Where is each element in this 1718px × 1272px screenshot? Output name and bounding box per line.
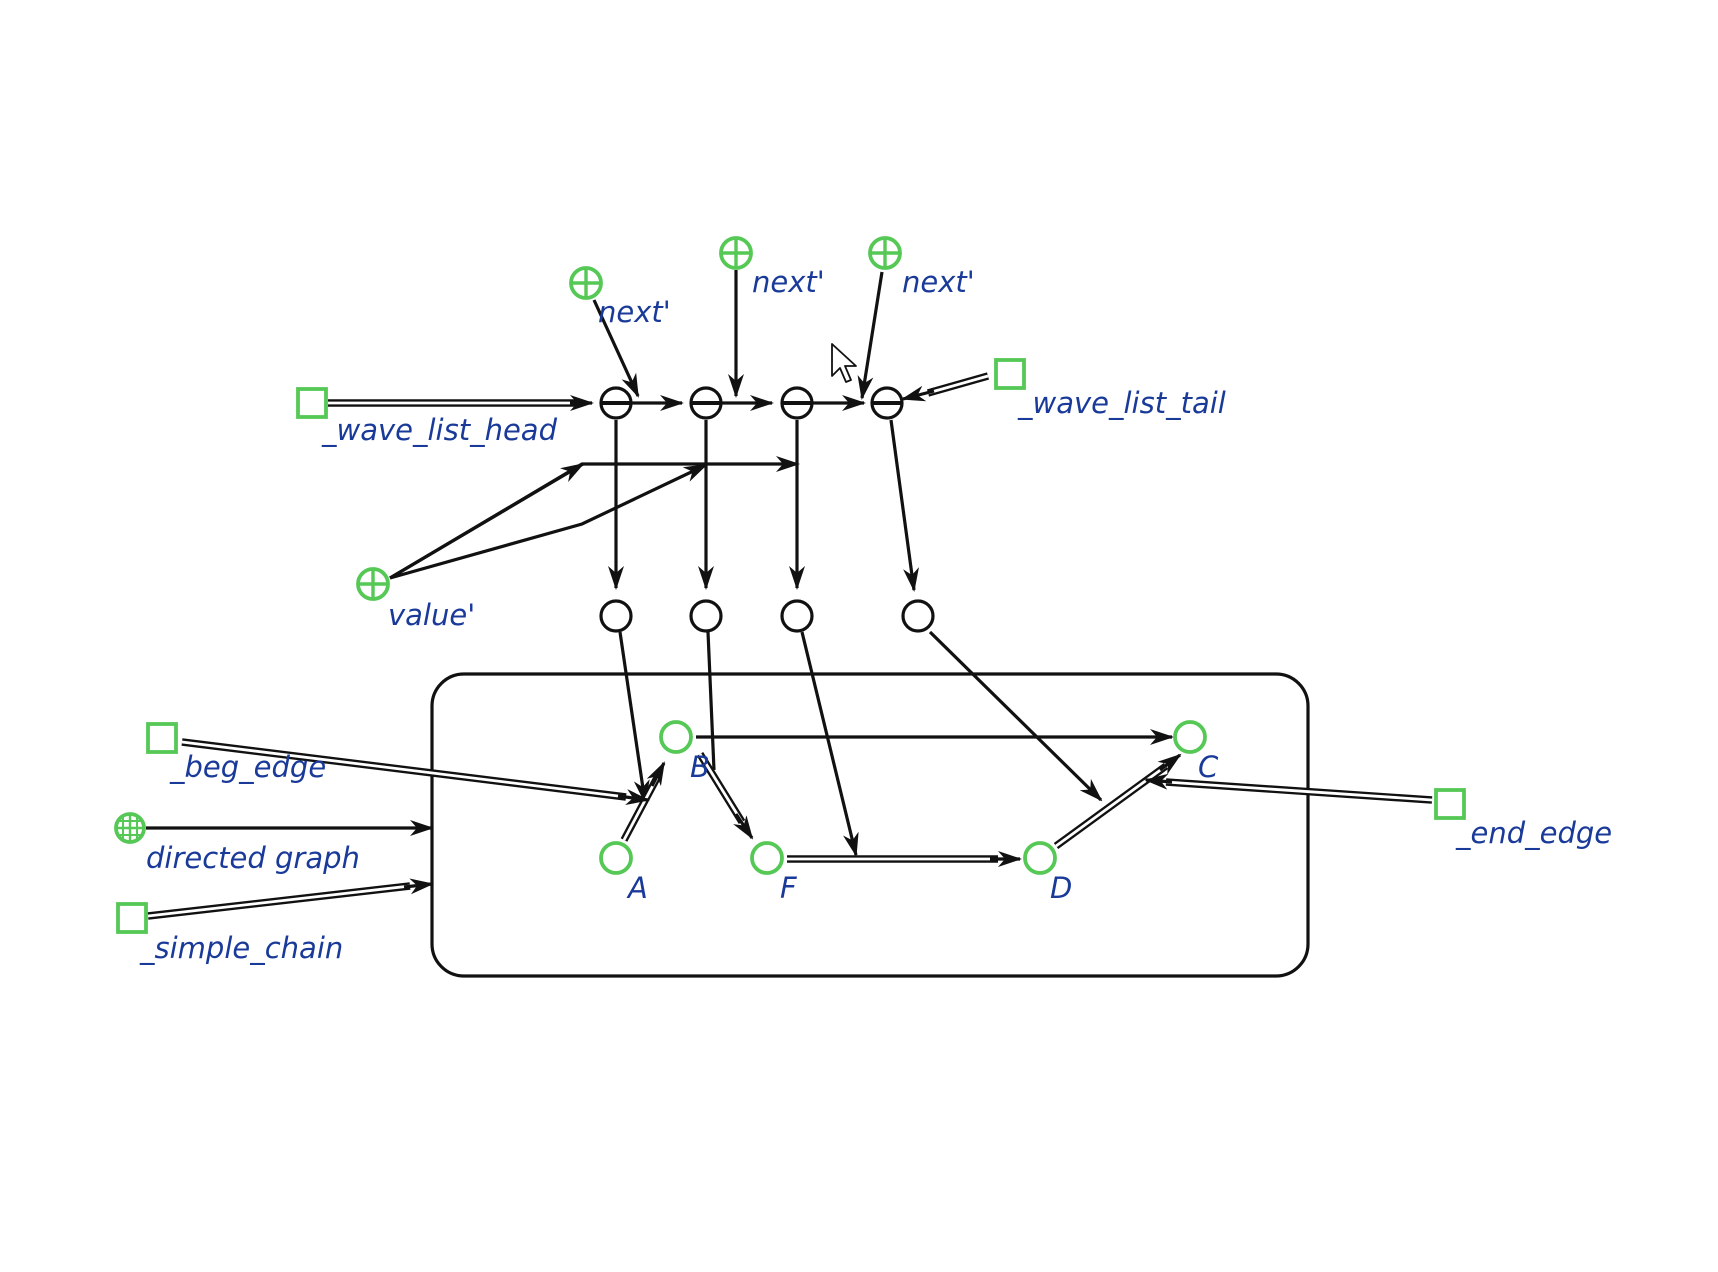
- value-arc-2: [389, 463, 708, 580]
- element-arc-f: [800, 631, 859, 857]
- vertex-f[interactable]: [750, 841, 784, 875]
- next-label-3: next': [902, 265, 975, 299]
- value-relation-circle-plus-icon[interactable]: [356, 567, 390, 601]
- tuple-2-circle-minus-icon[interactable]: [689, 386, 723, 420]
- vertex-a[interactable]: [599, 841, 633, 875]
- wave-list-tail-edge: [901, 372, 990, 402]
- vertex-d-label: D: [1050, 871, 1072, 905]
- next-arc-1: [592, 299, 640, 398]
- directed-graph-circle-grid-icon[interactable]: [114, 812, 146, 844]
- structure-frame: [430, 672, 1310, 978]
- wave-list-head-label: _wave_list_head: [321, 413, 558, 447]
- element-arc-b: [706, 631, 716, 771]
- tuple-4-circle-minus-icon[interactable]: [870, 386, 904, 420]
- vertex-f-label: F: [780, 871, 798, 905]
- element-arc-d: [928, 630, 1103, 802]
- next-label-1: next': [598, 295, 671, 329]
- end-edge-arc: [1144, 773, 1433, 804]
- tuple-element-arc-4: [889, 419, 919, 592]
- directed-graph-label: directed graph: [146, 841, 360, 875]
- end-edge-square-icon[interactable]: [1434, 788, 1466, 820]
- beg-edge-label: _beg_edge: [169, 750, 326, 784]
- vertex-c[interactable]: [1173, 720, 1207, 754]
- vertex-d[interactable]: [1023, 841, 1057, 875]
- simple-chain-square-icon[interactable]: [116, 902, 148, 934]
- vertex-b[interactable]: [659, 720, 693, 754]
- tuple-1-circle-minus-icon[interactable]: [599, 386, 633, 420]
- beg-edge-arc: [181, 738, 650, 806]
- edge-b-f: [696, 752, 754, 840]
- edge-d-c: [1053, 753, 1182, 850]
- end-edge-label: _end_edge: [1455, 816, 1612, 850]
- mouse-pointer-icon: [831, 343, 857, 383]
- wave-list-head-square-icon[interactable]: [296, 387, 328, 419]
- next-relation-1-circle-plus-icon[interactable]: [569, 266, 603, 300]
- element-node-1[interactable]: [599, 599, 633, 633]
- element-arc-a: [618, 631, 650, 804]
- nodes: [114, 236, 1466, 934]
- simple-chain-arc: [147, 878, 434, 920]
- element-node-3[interactable]: [780, 599, 814, 633]
- wave-list-tail-label: _wave_list_tail: [1017, 386, 1226, 420]
- edge-a-b: [620, 761, 666, 842]
- wave-list-tail-square-icon[interactable]: [994, 358, 1026, 390]
- value-arc-3: [389, 456, 800, 580]
- next-relation-2-circle-plus-icon[interactable]: [719, 236, 753, 270]
- next-arc-3: [857, 271, 884, 400]
- vertex-a-label: A: [626, 871, 648, 905]
- beg-edge-square-icon[interactable]: [146, 722, 178, 754]
- tuple-3-circle-minus-icon[interactable]: [780, 386, 814, 420]
- edges: [146, 270, 1433, 920]
- simple-chain-label: _simple_chain: [139, 931, 343, 965]
- element-node-2[interactable]: [689, 599, 723, 633]
- next-label-2: next': [752, 265, 825, 299]
- vertex-c-label: C: [1198, 750, 1219, 784]
- labels: _wave_list_head _wave_list_tail next' ne…: [139, 265, 1612, 965]
- next-relation-3-circle-plus-icon[interactable]: [868, 236, 902, 270]
- value-label: value': [388, 598, 475, 632]
- vertex-b-label: B: [690, 750, 710, 784]
- element-node-4[interactable]: [901, 599, 935, 633]
